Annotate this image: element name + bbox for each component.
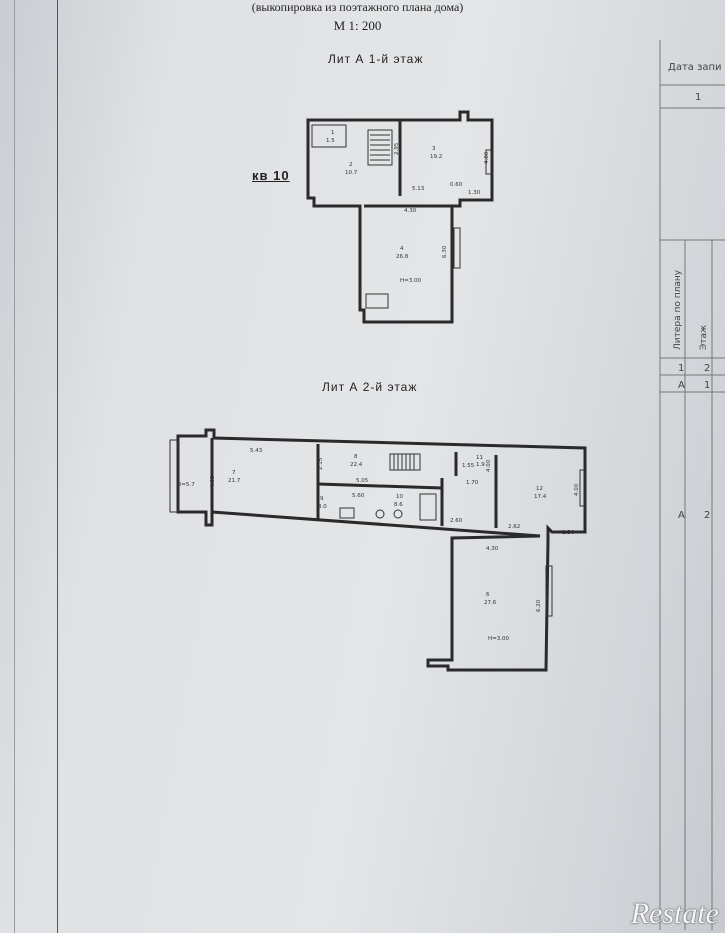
f1-room3-num: 3 [432, 146, 436, 152]
f2-dim-h: 4.00 [486, 459, 492, 472]
f1-room4-num: 4 [400, 246, 404, 252]
f2-room7-num: 7 [232, 470, 236, 476]
f2-dim-m: 1.55 [462, 463, 475, 469]
f1-room2-area: 10.7 [345, 170, 358, 176]
f2-room10-num: 10 [396, 494, 403, 500]
table-header: Дата запи [668, 62, 722, 73]
floor1-title: Лит А 1-й этаж [328, 52, 424, 66]
f2-room6-num: 6 [486, 592, 490, 598]
f2-dim-f: 2.62 [508, 524, 520, 530]
f2-room9-num: 9 [320, 496, 324, 502]
f1-dim-a: 2.95 [394, 142, 400, 155]
f1-room1-num: 1 [331, 130, 335, 136]
f2-dim-k: 4.30 [486, 546, 499, 552]
f2-room10-area: 8.6 [394, 502, 403, 508]
f1-dim-g: 6.30 [442, 245, 448, 258]
f2-room6-area: 27.6 [484, 600, 497, 606]
page-margin-line [57, 0, 58, 933]
table-col-a: Литера по плану [673, 269, 683, 350]
f1-room4-area: 26.8 [396, 254, 409, 260]
f2-dim-d: 5.05 [356, 478, 369, 484]
table-col2-num: 2 [704, 363, 710, 374]
watermark-logo: Restate [630, 897, 719, 930]
table-row1: 1 [695, 92, 701, 103]
f2-room8-area: 22.4 [350, 462, 363, 468]
f2-room11-num: 11 [476, 455, 483, 461]
f2-dim-j: 1.30 [562, 530, 575, 536]
table-letter-a: А [678, 380, 685, 391]
apartment-label: кв 10 [252, 168, 290, 183]
f2-dim-c: 2.15 [318, 457, 324, 470]
f2-balcony: б=5.7 [178, 482, 195, 488]
table-floor-2: 2 [704, 510, 710, 521]
page-border-line [14, 0, 15, 933]
floor2-title: Лит А 2-й этаж [322, 380, 418, 394]
table-floor-1: 1 [704, 380, 710, 391]
f1-room3-area: 19.2 [430, 154, 442, 160]
table-col1-num: 1 [678, 363, 684, 374]
f1-dim-b: 5.13 [412, 186, 425, 192]
f2-room12-num: 12 [536, 486, 543, 492]
f1-room2-num: 2 [349, 162, 353, 168]
f2-dim-b: 4.00 [210, 475, 216, 488]
table-col-b: Этаж [699, 325, 709, 350]
f2-dim-e: 5.60 [352, 493, 365, 499]
f1-dim-c: 0.60 [450, 182, 463, 188]
f2-room9-area: 3.0 [318, 504, 327, 510]
f2-dim-a: 5.43 [250, 448, 263, 454]
f2-room12-area: 17.4 [534, 494, 547, 500]
f2-room7-area: 21.7 [228, 478, 241, 484]
f1-dim-e: 4.80 [484, 151, 490, 164]
f2-height: Н=3.00 [488, 636, 509, 642]
f2-room11-area: 1.9 [476, 462, 485, 468]
f1-dim-d: 1.30 [468, 190, 481, 196]
f2-dim-n: 4.00 [574, 483, 580, 496]
scale-label: М 1: 200 [333, 18, 382, 33]
f1-dim-f: 4.30 [404, 208, 417, 214]
f2-dim-g: 2.60 [450, 518, 463, 524]
document-subtitle: (выкопировка из поэтажного плана дома) [251, 0, 464, 14]
f2-dim-l: 6.20 [536, 599, 542, 612]
f2-room8-num: 8 [354, 454, 358, 460]
table-letter-a2: А [678, 510, 685, 521]
f1-room1-area: 1.5 [326, 138, 335, 144]
f2-dim-i: 1.70 [466, 480, 479, 486]
f1-height: Н=3.00 [400, 278, 421, 284]
